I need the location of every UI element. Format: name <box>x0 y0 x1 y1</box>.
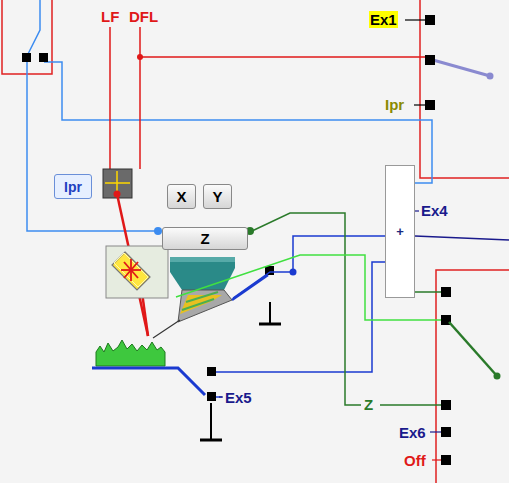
lever-dot <box>494 373 501 380</box>
terminal <box>207 392 216 401</box>
leader-line <box>405 20 425 105</box>
button-text: + <box>396 224 404 239</box>
axis-button: X <box>167 184 196 209</box>
axis-button: Z <box>162 227 248 250</box>
terminal <box>441 427 451 437</box>
sample <box>92 368 205 395</box>
red-dot <box>137 54 143 60</box>
signal-name: Z <box>363 396 374 413</box>
axis-button: Y <box>203 184 232 209</box>
leader-line <box>414 104 425 105</box>
output-wire <box>415 236 509 240</box>
leader-line <box>432 459 441 460</box>
signal-name: Ex6 <box>398 424 427 441</box>
red-wire <box>139 27 141 169</box>
laser-icon <box>106 246 168 298</box>
blue-wire <box>233 236 385 298</box>
terminal <box>22 15 451 465</box>
green-wire <box>380 404 441 406</box>
blue-wire <box>216 262 385 372</box>
blue-wire <box>27 0 40 56</box>
signal-name: DFL <box>128 8 159 25</box>
sample <box>92 340 205 395</box>
signal-button: Ipr <box>54 174 92 199</box>
scanner <box>186 292 218 302</box>
terminal <box>425 55 435 65</box>
terminal <box>425 100 435 110</box>
leader-line <box>219 396 223 397</box>
signal-name: Ex4 <box>420 202 449 219</box>
scanner <box>182 299 214 310</box>
blue-dot <box>290 269 297 276</box>
blue-wire <box>27 62 158 231</box>
terminal <box>39 53 48 62</box>
blue-dot <box>154 227 162 235</box>
ground-symbol <box>200 302 281 440</box>
button-text: Z <box>200 230 209 247</box>
red-wire <box>110 27 425 169</box>
terminal <box>441 400 451 410</box>
scanner <box>170 257 235 262</box>
laser-icon <box>112 252 150 290</box>
signal-name: Off <box>403 452 427 469</box>
blue-wire <box>27 0 432 231</box>
laser-icon <box>106 246 168 298</box>
blue-wire <box>44 62 432 183</box>
green-wire <box>415 291 441 293</box>
scanner <box>153 320 180 338</box>
ground-symbol <box>259 323 281 326</box>
red-wire <box>109 27 111 169</box>
signal-name: Ipr <box>384 96 405 113</box>
photodetector <box>103 169 132 198</box>
leader-line <box>219 397 441 460</box>
button-text: Ipr <box>64 179 82 195</box>
button-text: X <box>176 188 186 205</box>
ground-symbol <box>269 302 271 324</box>
green-wire <box>252 213 361 405</box>
terminal <box>441 455 451 465</box>
switch-lever <box>433 60 490 76</box>
laser-icon <box>114 253 148 287</box>
ground-symbol <box>210 403 212 440</box>
laser-icon <box>121 259 141 281</box>
signal-name: Ex5 <box>224 389 253 406</box>
leader-line <box>405 19 425 20</box>
leader-line <box>415 210 419 211</box>
button-text: Y <box>212 188 222 205</box>
blue-wire <box>216 236 385 397</box>
scanner <box>178 290 232 322</box>
scanner <box>153 257 235 338</box>
beam-dot <box>114 191 121 198</box>
switch-lever <box>449 322 497 376</box>
switch-box <box>436 270 509 483</box>
photodetector <box>103 169 132 198</box>
sample <box>96 340 165 366</box>
summing-box: + <box>385 165 415 298</box>
switch-lever <box>232 275 268 300</box>
lever-dot <box>487 73 494 80</box>
terminal <box>441 287 451 297</box>
terminal <box>207 367 216 376</box>
leader-line <box>430 431 441 432</box>
signal-name: LF <box>100 8 120 25</box>
signal-name: Ex1 <box>369 11 398 28</box>
switch-box <box>420 0 509 178</box>
laser-icon <box>121 269 141 271</box>
ground-symbol <box>200 439 222 442</box>
terminal <box>425 15 435 25</box>
red-wire <box>140 56 425 58</box>
terminal <box>22 53 31 62</box>
scanner <box>170 257 235 290</box>
blue-wire <box>216 396 222 398</box>
